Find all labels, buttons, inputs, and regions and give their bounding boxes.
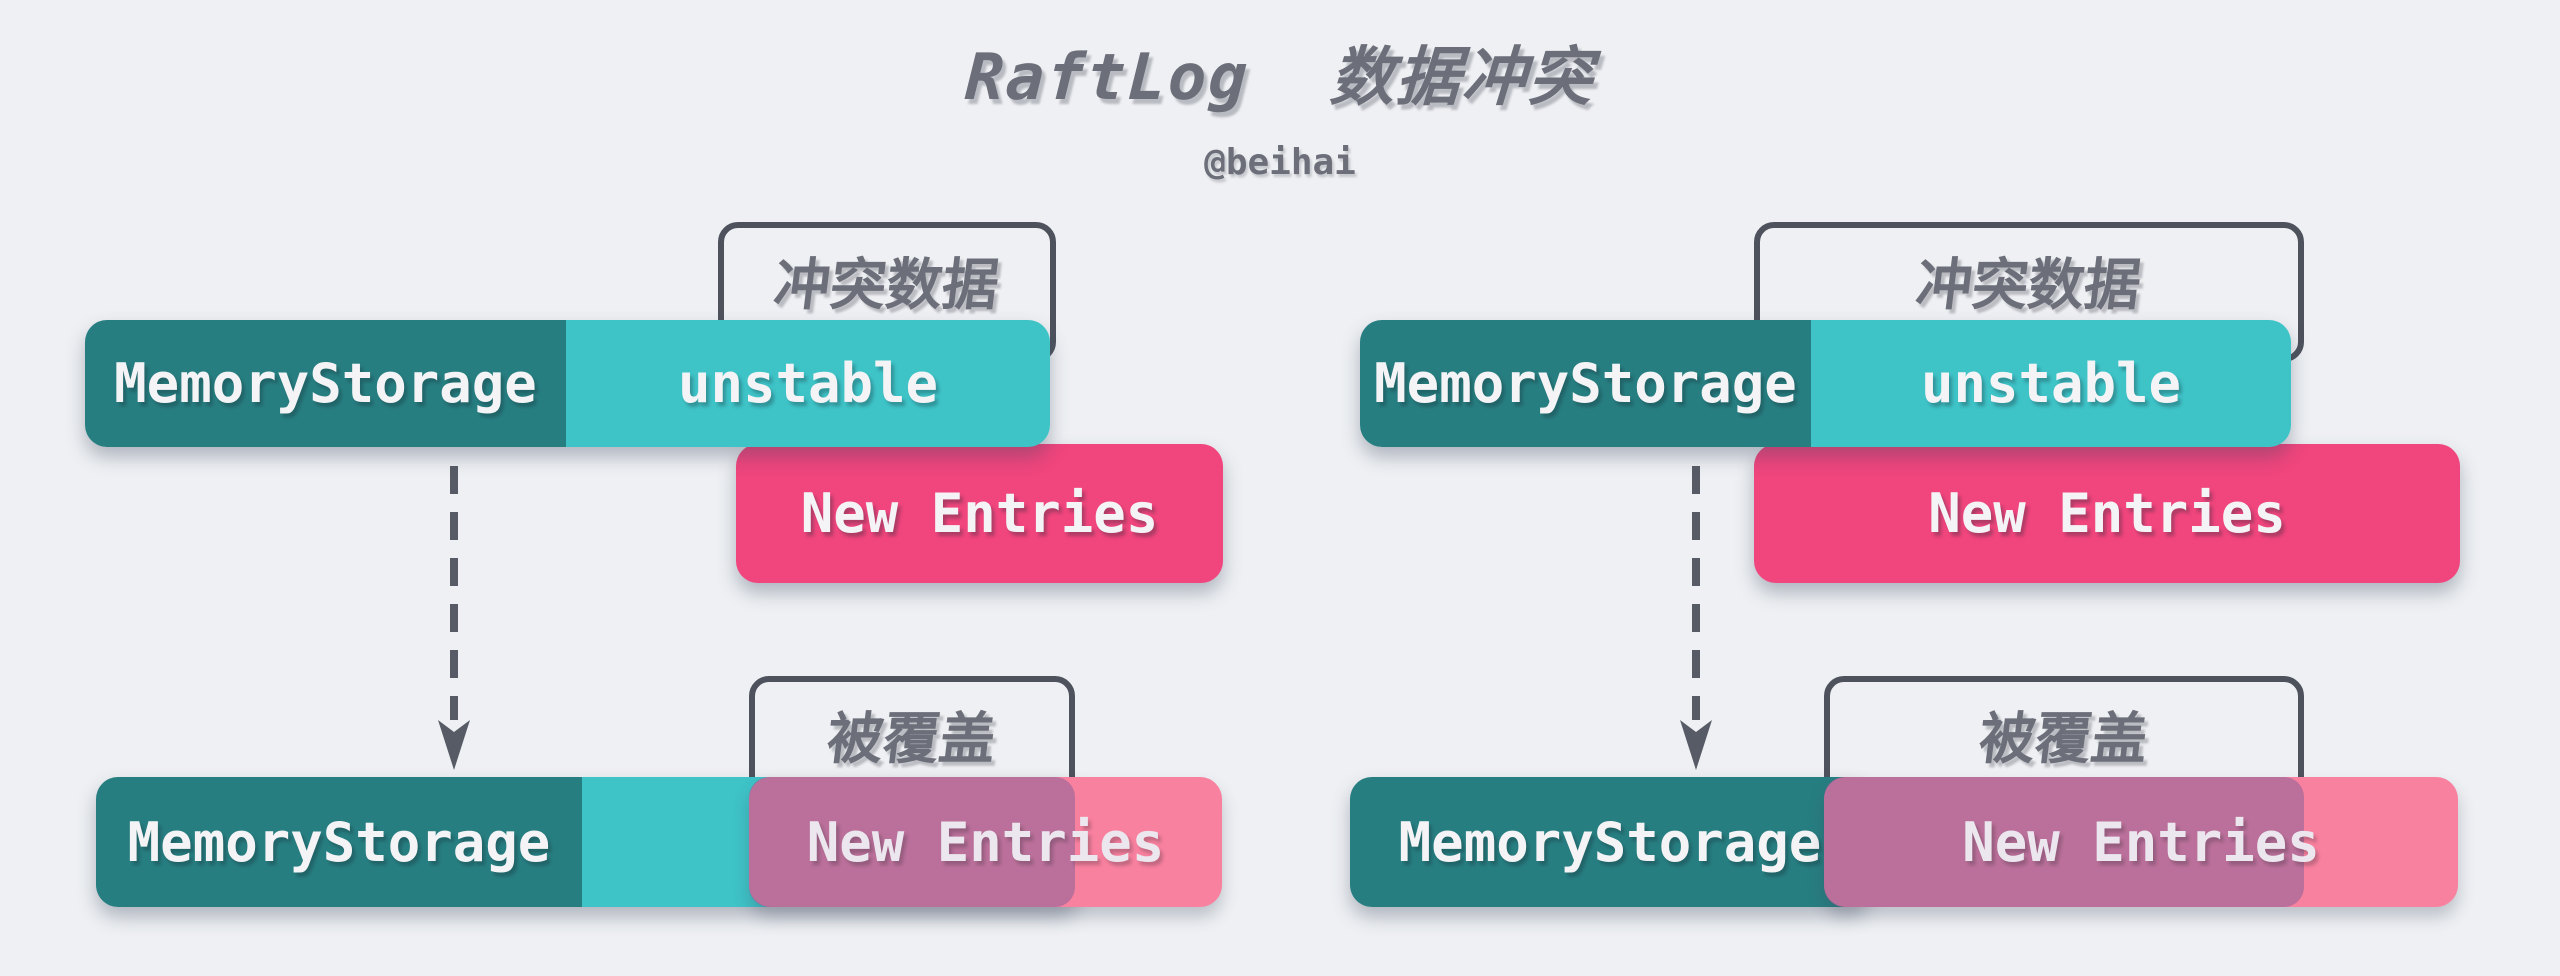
new-entries-label: New Entries [800,482,1159,545]
unstable-segment: unstable [566,320,1050,447]
memory-storage-segment: MemoryStorage [1360,320,1811,447]
dashed-arrow-down-icon [438,466,470,770]
new-entries-bar: New Entries [736,444,1223,583]
new-entries-label: New Entries [806,810,1165,874]
unstable-label: unstable [1920,352,2182,415]
memory-storage-label: MemoryStorage [127,810,551,874]
memory-storage-segment: MemoryStorage [1350,777,1870,907]
page-title: RaftLog 数据冲突 [963,41,1597,115]
top-storage-bar: MemoryStorage unstable [85,320,1050,447]
covered-label: 被覆盖 [1975,707,2152,772]
covered-region-overlay [749,777,1075,907]
conflict-data-label: 冲突数据 [1912,253,2145,318]
memory-storage-segment: MemoryStorage [96,777,582,907]
unstable-label: unstable [677,352,939,415]
covered-label: 被覆盖 [823,707,1000,772]
memory-storage-segment: MemoryStorage [85,320,566,447]
author-handle: @beihai [1204,142,1356,183]
dashed-arrow-down-icon [1680,466,1712,770]
covered-region-overlay [1824,777,2304,907]
memory-storage-label: MemoryStorage [1374,352,1797,415]
new-entries-label: New Entries [1928,482,2286,545]
memory-storage-label: MemoryStorage [114,352,537,415]
bottom-storage-bar: MemoryStorage [1350,777,1870,907]
new-entries-bar: New Entries [1754,444,2460,583]
unstable-segment: unstable [1811,320,2291,447]
conflict-data-label: 冲突数据 [770,253,1003,318]
new-entries-label: New Entries [1962,810,2320,874]
top-storage-bar: MemoryStorage unstable [1360,320,2291,447]
memory-storage-label: MemoryStorage [1398,810,1822,874]
